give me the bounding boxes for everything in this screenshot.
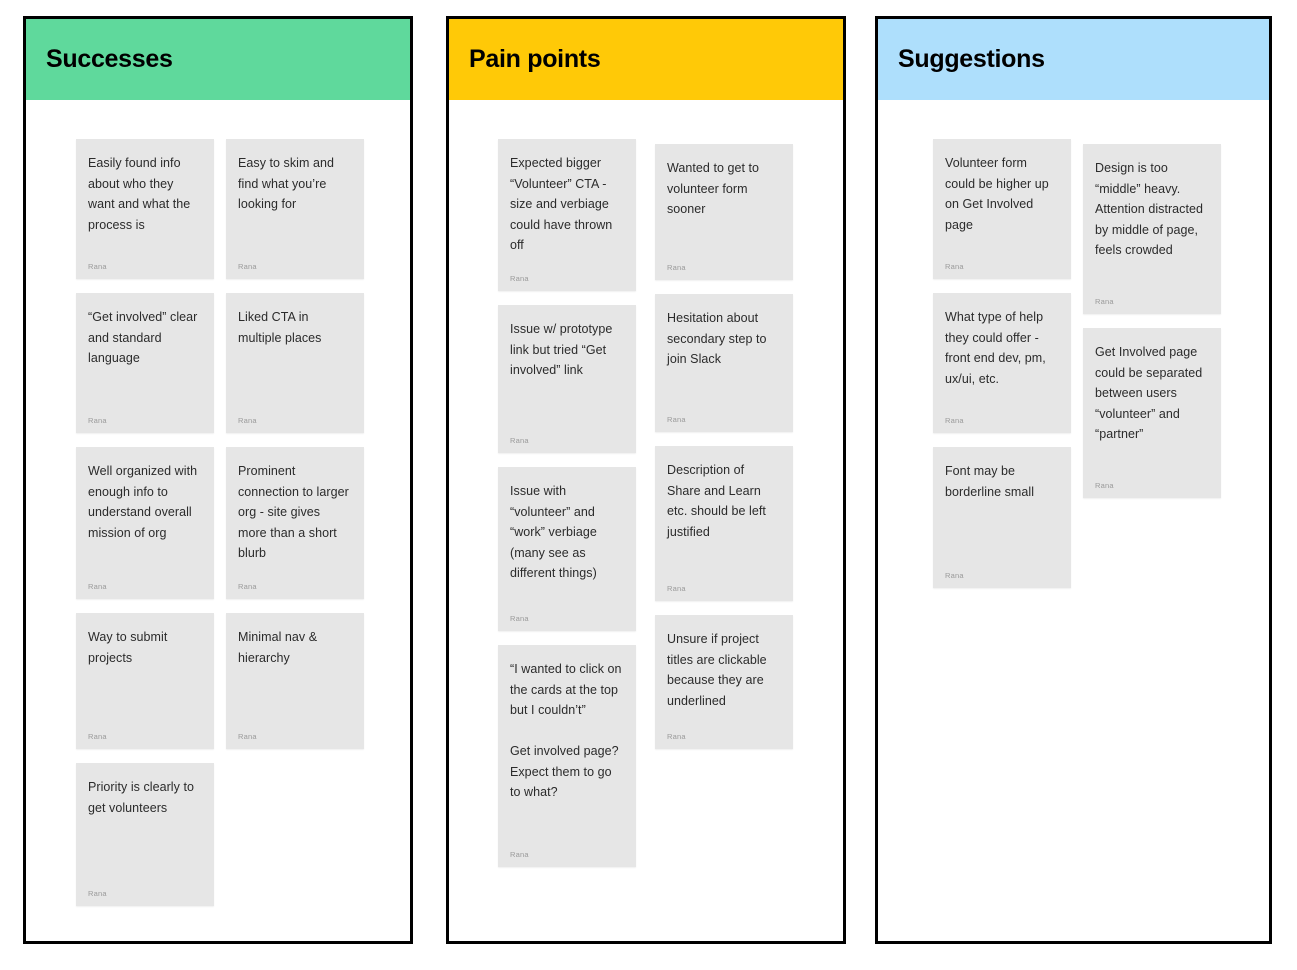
- sticky-note-text: Description of Share and Learn etc. shou…: [667, 463, 770, 539]
- column-body-successes: Easily found info about who they want an…: [26, 100, 410, 941]
- sticky-note[interactable]: Hesitation about secondary step to join …: [655, 294, 793, 432]
- sticky-note[interactable]: Unsure if project titles are clickable b…: [655, 615, 793, 749]
- sticky-note-text: Priority is clearly to get volunteers: [88, 780, 198, 815]
- sticky-note-text: Easily found info about who they want an…: [88, 156, 194, 232]
- column-title-pain-points: Pain points: [469, 45, 601, 73]
- column-header-successes: Successes: [26, 19, 410, 100]
- sticky-note-author: Rana: [88, 582, 107, 591]
- sticky-note-author: Rana: [667, 415, 686, 424]
- sticky-note-text: Issue w/ prototype link but tried “Get i…: [510, 322, 616, 377]
- sticky-note-text: Way to submit projects: [88, 630, 171, 665]
- sticky-note-text: Well organized with enough info to under…: [88, 464, 201, 540]
- sticky-note-author: Rana: [88, 262, 107, 271]
- sticky-note-author: Rana: [88, 732, 107, 741]
- sticky-note[interactable]: Description of Share and Learn etc. shou…: [655, 446, 793, 601]
- column-body-pain-points: Expected bigger “Volunteer” CTA - size a…: [449, 100, 843, 941]
- sticky-note[interactable]: Design is too “middle” heavy. Attention …: [1083, 144, 1221, 314]
- sticky-note-text: “I wanted to click on the cards at the t…: [510, 662, 622, 799]
- sticky-note-text: Wanted to get to volunteer form sooner: [667, 161, 763, 216]
- sticky-note-author: Rana: [945, 262, 964, 271]
- sticky-note-author: Rana: [238, 416, 257, 425]
- sticky-note-author: Rana: [1095, 297, 1114, 306]
- sticky-note-text: Unsure if project titles are clickable b…: [667, 632, 771, 708]
- sticky-note[interactable]: “I wanted to click on the cards at the t…: [498, 645, 636, 867]
- sticky-note-author: Rana: [510, 274, 529, 283]
- sticky-note-text: Expected bigger “Volunteer” CTA - size a…: [510, 156, 616, 252]
- sticky-note-text: What type of help they could offer - fro…: [945, 310, 1050, 386]
- sticky-note-author: Rana: [510, 614, 529, 623]
- note-stack-left-pain-points: Expected bigger “Volunteer” CTA - size a…: [498, 139, 636, 881]
- sticky-note-text: Volunteer form could be higher up on Get…: [945, 156, 1053, 232]
- sticky-note-author: Rana: [238, 582, 257, 591]
- sticky-note-author: Rana: [1095, 481, 1114, 490]
- column-header-suggestions: Suggestions: [878, 19, 1269, 100]
- sticky-note-text: Liked CTA in multiple places: [238, 310, 322, 345]
- sticky-note[interactable]: What type of help they could offer - fro…: [933, 293, 1071, 433]
- column-suggestions: Suggestions Volunteer form could be high…: [875, 16, 1272, 944]
- sticky-note[interactable]: Issue w/ prototype link but tried “Get i…: [498, 305, 636, 453]
- sticky-note[interactable]: Prominent connection to larger org - sit…: [226, 447, 364, 599]
- sticky-note-author: Rana: [238, 262, 257, 271]
- sticky-note-text: Get Involved page could be separated bet…: [1095, 345, 1206, 441]
- sticky-note-author: Rana: [510, 436, 529, 445]
- sticky-note-author: Rana: [667, 732, 686, 741]
- note-stack-left-suggestions: Volunteer form could be higher up on Get…: [933, 139, 1071, 602]
- sticky-note-author: Rana: [88, 416, 107, 425]
- column-pain-points: Pain points Expected bigger “Volunteer” …: [446, 16, 846, 944]
- sticky-note-author: Rana: [945, 416, 964, 425]
- sticky-note[interactable]: Issue with “volunteer” and “work” verbia…: [498, 467, 636, 631]
- sticky-note-author: Rana: [238, 732, 257, 741]
- column-title-suggestions: Suggestions: [898, 45, 1045, 73]
- sticky-note-text: Hesitation about secondary step to join …: [667, 311, 771, 366]
- sticky-note-text: Design is too “middle” heavy. Attention …: [1095, 161, 1207, 257]
- sticky-note[interactable]: Well organized with enough info to under…: [76, 447, 214, 599]
- sticky-note[interactable]: Expected bigger “Volunteer” CTA - size a…: [498, 139, 636, 291]
- sticky-note[interactable]: “Get involved” clear and standard langua…: [76, 293, 214, 433]
- sticky-note-author: Rana: [667, 584, 686, 593]
- column-body-suggestions: Volunteer form could be higher up on Get…: [878, 100, 1269, 941]
- sticky-note-text: Easy to skim and find what you’re lookin…: [238, 156, 338, 211]
- note-stack-right-suggestions: Design is too “middle” heavy. Attention …: [1083, 144, 1221, 512]
- sticky-note-author: Rana: [88, 889, 107, 898]
- sticky-note-author: Rana: [945, 571, 964, 580]
- note-stack-right-successes: Easy to skim and find what you’re lookin…: [226, 139, 364, 763]
- sticky-note[interactable]: Get Involved page could be separated bet…: [1083, 328, 1221, 498]
- sticky-note-text: Prominent connection to larger org - sit…: [238, 464, 353, 560]
- note-stack-left-successes: Easily found info about who they want an…: [76, 139, 214, 920]
- sticky-note[interactable]: Easily found info about who they want an…: [76, 139, 214, 279]
- sticky-note-author: Rana: [510, 850, 529, 859]
- column-title-successes: Successes: [46, 45, 173, 73]
- sticky-note-author: Rana: [667, 263, 686, 272]
- sticky-note[interactable]: Volunteer form could be higher up on Get…: [933, 139, 1071, 279]
- sticky-note-text: “Get involved” clear and standard langua…: [88, 310, 201, 365]
- column-successes: Successes Easily found info about who th…: [23, 16, 413, 944]
- sticky-note-text: Issue with “volunteer” and “work” verbia…: [510, 484, 601, 580]
- sticky-note-text: Minimal nav & hierarchy: [238, 630, 321, 665]
- sticky-note-text: Font may be borderline small: [945, 464, 1035, 499]
- column-header-pain-points: Pain points: [449, 19, 843, 100]
- sticky-note[interactable]: Easy to skim and find what you’re lookin…: [226, 139, 364, 279]
